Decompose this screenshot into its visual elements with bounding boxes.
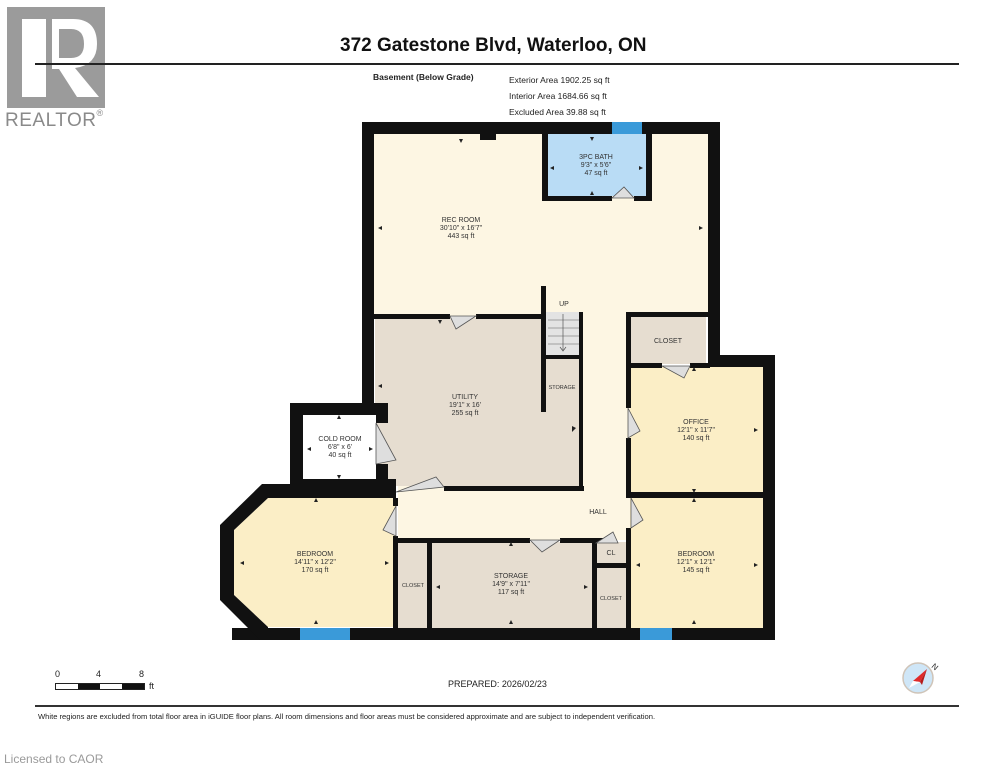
room-name: REC ROOM [442,217,481,224]
room-closet-left[interactable]: CLOSET [402,583,425,589]
area-summary: Exterior Area 1902.25 sq ft Interior Are… [509,72,610,120]
room-dims: 14'9" x 7'11" [492,581,530,588]
dimension-markers [240,137,758,624]
room-bedroom-right[interactable]: BEDROOM 12'1" x 12'1" 145 sq ft [677,551,716,574]
scale-unit: ft [149,681,155,691]
room-name: OFFICE [683,419,709,426]
bedroom-left-floor [234,498,396,627]
rec-room-floor [374,134,708,314]
closet-office-floor [630,316,706,364]
room-area: 140 sq ft [683,435,710,442]
room-dims: 12'1" x 11'7" [677,427,715,434]
room-3pc-bath[interactable]: 3PC BATH 9'3" x 5'6" 47 sq ft [579,154,613,177]
stairs[interactable] [548,314,580,352]
realtor-wordmark: REALTOR® [5,108,104,131]
room-name: BEDROOM [297,551,333,558]
level-label: Basement (Below Grade) [373,72,474,82]
prepared-date: PREPARED: 2026/02/23 [448,679,547,689]
bath-floor [546,134,646,196]
stairs-up-label: UP [559,301,569,308]
room-name: STORAGE [494,573,528,580]
room-storage[interactable]: STORAGE 14'9" x 7'11" 117 sq ft [492,573,530,596]
room-closet-right[interactable]: CLOSET [600,596,623,602]
realtor-r-icon [22,19,99,97]
room-dims: 14'11" x 12'2" [294,559,336,566]
storage-small-floor [544,362,580,486]
room-area: 170 sq ft [302,567,329,574]
walls [220,122,775,640]
doors[interactable] [375,186,691,553]
exterior-area: Exterior Area 1902.25 sq ft [509,75,610,85]
room-office[interactable]: OFFICE 12'1" x 11'7" 140 sq ft [677,419,715,442]
interior-area: Interior Area 1684.66 sq ft [509,91,607,101]
room-storage-small[interactable]: STORAGE [549,385,576,391]
license-watermark: Licensed to CAOR [4,752,104,766]
room-rec-room[interactable]: REC ROOM 30'10" x 16'7" 443 sq ft [440,217,483,240]
room-utility[interactable]: UTILITY 19'1" x 16' 255 sq ft [449,394,481,417]
bedroom-right-floor [630,498,763,628]
header-divider [35,63,959,65]
scale-bar-graphic [55,683,145,690]
room-area: 255 sq ft [452,410,479,417]
room-name: UTILITY [452,394,478,401]
scale-tick-8: 8 [139,669,145,679]
cl-floor [596,542,626,564]
room-name: BEDROOM [678,551,714,558]
room-area: 40 sq ft [329,452,352,459]
room-area: 47 sq ft [585,170,608,177]
room-dims: 30'10" x 16'7" [440,225,483,232]
hall-floor-lower [398,488,630,540]
closet-left-floor [398,542,428,628]
room-area: 443 sq ft [448,233,475,240]
window-bedroom-right [640,628,672,640]
room-dims: 12'1" x 12'1" [677,559,716,566]
footer-divider [35,705,959,707]
scale-bar: 0 4 8 ft [55,669,165,699]
cold-room-floor [303,415,376,479]
room-dims: 6'8" x 6' [328,444,352,451]
room-name: 3PC BATH [579,154,613,161]
scale-tick-4: 4 [96,669,102,679]
room-dims: 19'1" x 16' [449,402,481,409]
page-title: 372 Gatestone Blvd, Waterloo, ON [340,35,647,56]
room-area: 145 sq ft [683,567,710,574]
window-bath [612,122,642,134]
north-label: N [930,662,940,673]
room-closet-office[interactable]: CLOSET [654,338,683,345]
room-dims: 9'3" x 5'6" [581,162,612,169]
office-floor [630,366,763,493]
room-cl[interactable]: CL [607,550,616,557]
realtor-logo [7,7,105,108]
room-bedroom-left[interactable]: BEDROOM 14'11" x 12'2" 170 sq ft [294,551,336,574]
scale-tick-0: 0 [55,669,61,679]
room-cold-room[interactable]: COLD ROOM 6'8" x 6' 40 sq ft [318,436,361,459]
storage-floor [432,542,592,628]
room-hall[interactable]: HALL [589,509,607,516]
closet-right-floor [596,568,626,628]
room-name: COLD ROOM [318,436,361,443]
excluded-area: Excluded Area 39.88 sq ft [509,107,606,117]
room-area: 117 sq ft [498,589,524,596]
window-bedroom-left [300,628,350,640]
disclaimer-text: White regions are excluded from total fl… [38,712,656,721]
compass-icon: N [900,655,944,704]
